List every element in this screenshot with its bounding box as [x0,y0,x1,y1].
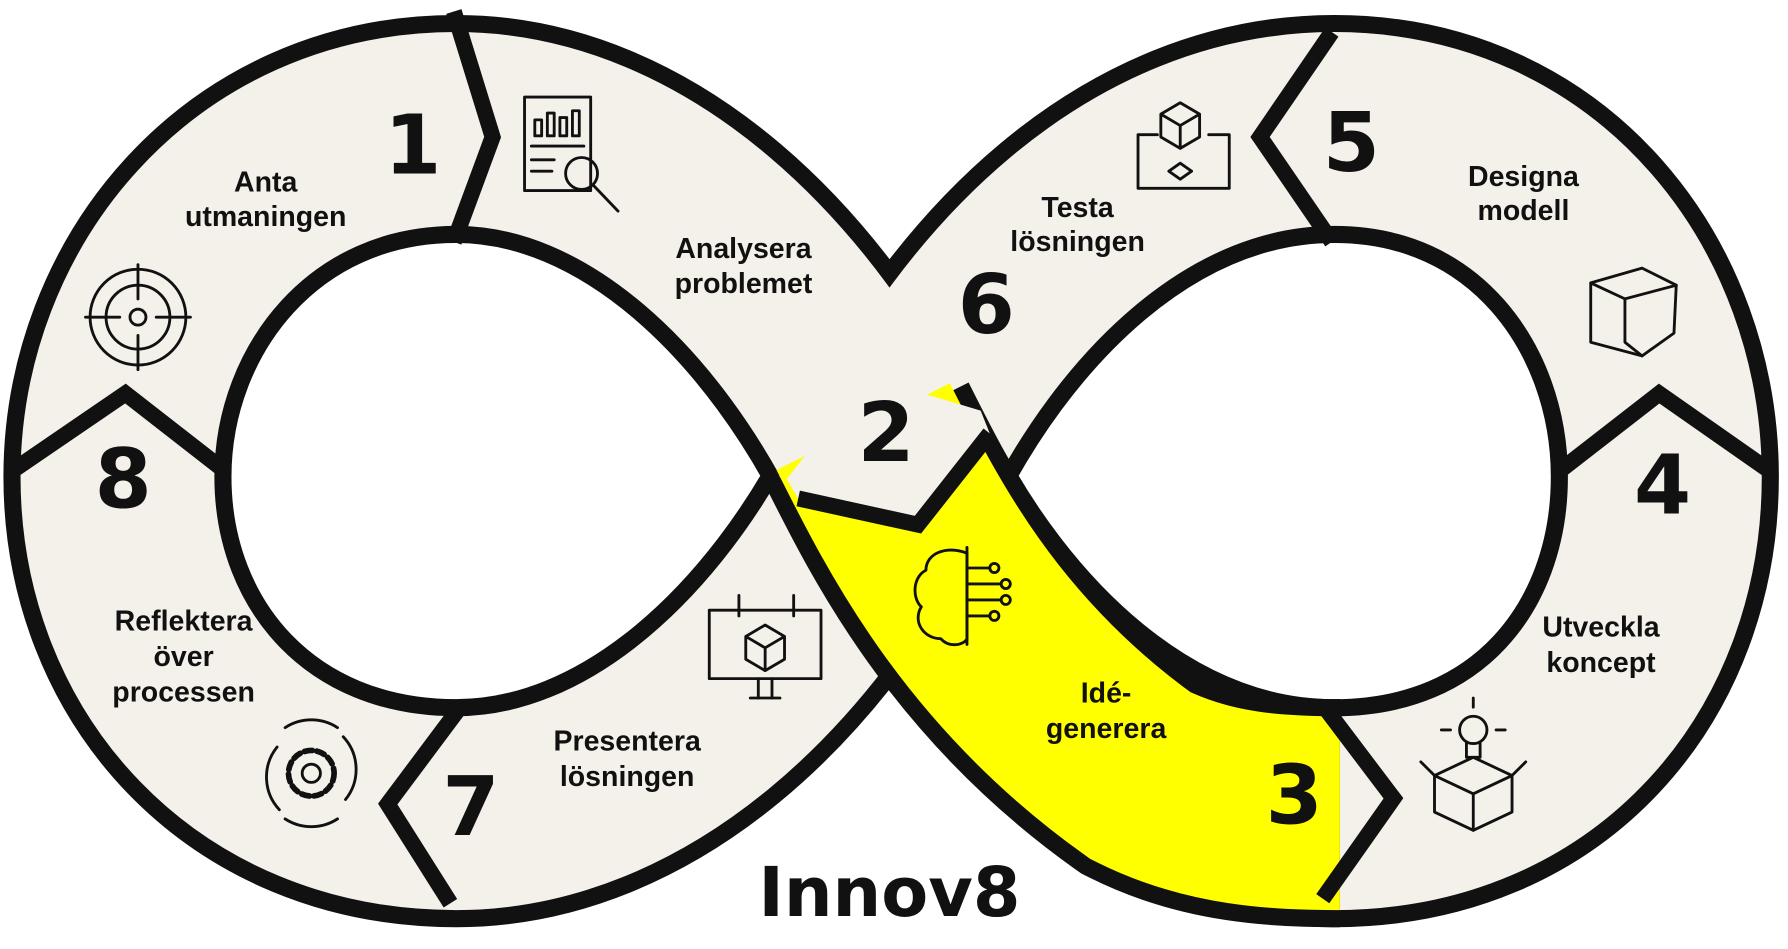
presentation-board-icon [707,593,823,700]
step-8-number: 8 [95,433,152,528]
divider-5-6 [1250,27,1339,247]
step-7-number: 7 [442,760,499,855]
blueprint-cube-icon [1136,101,1231,190]
step-3-label: Idé-generera [1046,678,1168,745]
divider-3-4 [1316,700,1404,904]
step-5-number: 5 [1323,96,1380,191]
gear-cycle-icon [265,718,358,829]
divider-7-8 [378,700,469,908]
wireframe-cube-icon [1589,266,1678,358]
divider-4-5 [1551,383,1778,480]
divider-8-1 [9,383,229,477]
diagram-title: Innov8 [758,854,1020,933]
target-icon [84,263,192,372]
step-4-number: 4 [1634,438,1691,533]
lightbulb-box-icon [1419,696,1528,832]
step-3-number: 3 [1266,748,1323,843]
brain-circuit-icon [913,546,1012,647]
step-1-number: 1 [384,98,441,193]
report-magnifier-icon [523,95,620,213]
divider-2-3 [796,428,997,534]
divider-1-2 [446,9,502,245]
step-6-number: 6 [958,258,1015,353]
step-2-number: 2 [857,386,914,481]
